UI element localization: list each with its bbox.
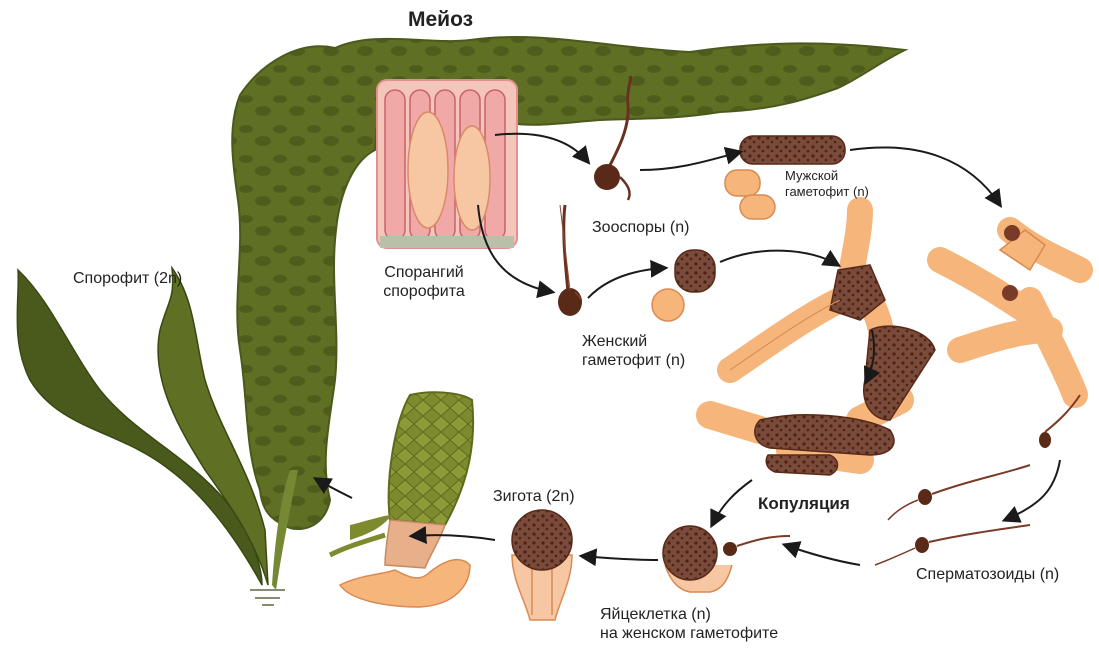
label-meiosis: Мейоз: [408, 10, 473, 29]
zygote: [512, 510, 572, 620]
label-copulation: Копуляция: [758, 494, 850, 513]
female-gametophyte-branched: [730, 210, 885, 370]
label-male-gametophyte-line2: гаметофит (n): [785, 184, 869, 200]
sporangium: [377, 80, 517, 248]
label-spermatozoids: Сперматозоиды (n): [916, 565, 1059, 584]
label-egg-cell-line2: на женском гаметофите: [600, 624, 778, 643]
label-male-gametophyte: Мужской гаметофит (n): [785, 168, 869, 200]
female-gametophyte: [652, 250, 715, 321]
label-zygote: Зигота (2n): [493, 487, 575, 506]
label-egg-cell: Яйцеклетка (n) на женском гаметофите: [600, 605, 778, 643]
label-female-gametophyte-line1: Женский: [582, 332, 685, 351]
spermatozoids: [875, 395, 1080, 565]
label-sporangium: Спорангий спорофита: [364, 263, 484, 301]
label-female-gametophyte: Женский гаметофит (n): [582, 332, 685, 370]
young-sporophyte: [330, 392, 473, 607]
label-sporophyte: Спорофит (2n): [73, 269, 182, 288]
male-gametophyte-branched: [940, 225, 1080, 395]
label-sporangium-line2: спорофита: [364, 282, 484, 301]
label-zoospores: Зооспоры (n): [592, 218, 689, 237]
label-sporangium-line1: Спорангий: [364, 263, 484, 282]
label-egg-cell-line1: Яйцеклетка (n): [600, 605, 778, 624]
egg-cell: [663, 526, 790, 592]
label-male-gametophyte-line1: Мужской: [785, 168, 869, 184]
label-female-gametophyte-line2: гаметофит (n): [582, 351, 685, 370]
